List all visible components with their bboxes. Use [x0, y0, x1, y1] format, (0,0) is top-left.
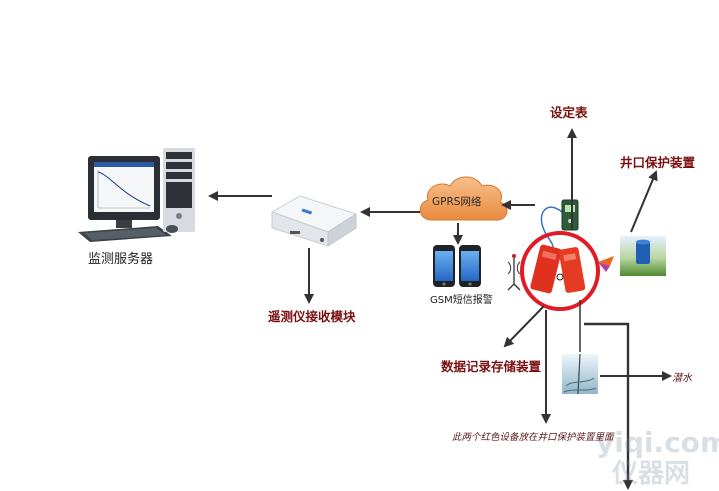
monitor-server-illustration [78, 148, 195, 242]
groundwater-illustration [562, 353, 598, 395]
label-groundwater: 潜水 [672, 373, 692, 384]
monitor-screen [94, 162, 154, 212]
data-logger-highlight [520, 231, 600, 311]
antenna-icon [507, 254, 521, 291]
mouse [166, 225, 178, 233]
telemetry-receiver-illustration [270, 195, 358, 247]
label-telemetry-receiver: 遥测仪接收模块 [268, 309, 356, 324]
label-gsm-alarm: GSM短信报警 [430, 295, 493, 306]
label-monitor-server: 监测服务器 [88, 252, 154, 267]
pointer-triangle-icon [598, 256, 614, 272]
label-well-protection: 井口保护装置 [620, 155, 696, 170]
well-protection-illustration [620, 236, 666, 276]
note-red-devices: 此两个红色设备放在井口保护装置里面 [452, 432, 614, 443]
red-device-right [558, 247, 586, 293]
label-gprs-network: GPRS网络 [432, 196, 482, 208]
label-data-logger: 数据记录存储装置 [441, 359, 542, 374]
phones-illustration [433, 245, 481, 287]
watermark-line1: yiqi.com [596, 426, 719, 459]
label-setting-meter: 设定表 [550, 105, 588, 120]
highlight-ring [520, 231, 600, 311]
watermark-line2: 仪器网 [611, 459, 690, 489]
setting-meter-illustration [540, 199, 579, 253]
connection-arrows [208, 128, 672, 490]
watermark: yiqi.com 仪器网 [596, 426, 719, 489]
